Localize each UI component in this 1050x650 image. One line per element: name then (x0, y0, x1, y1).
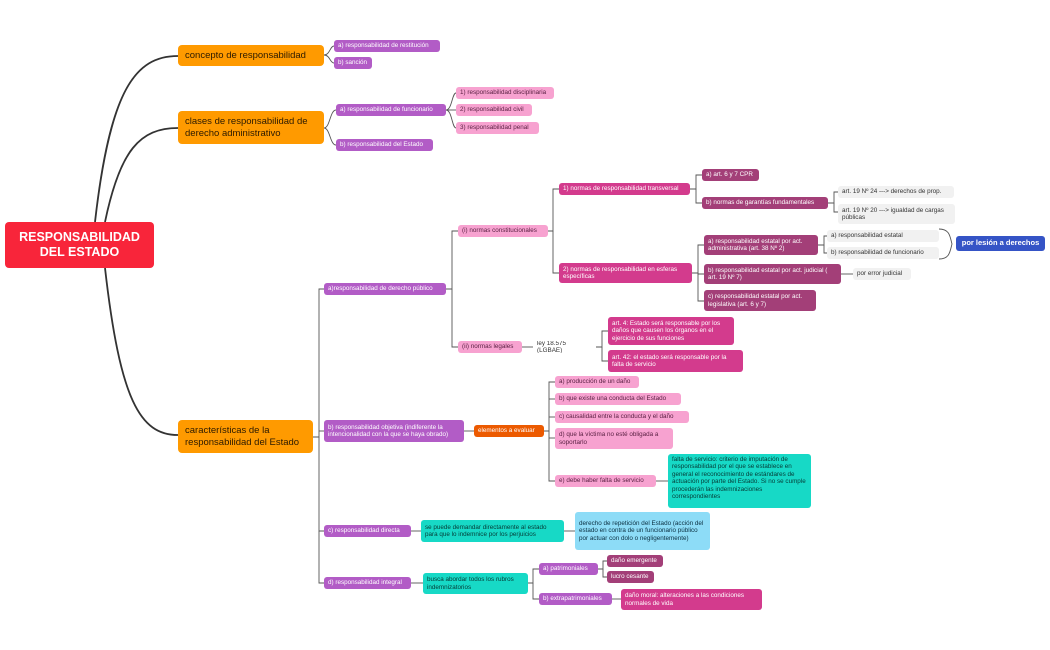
concepto-node[interactable]: concepto de responsabilidad (178, 45, 324, 66)
elemento-d-node[interactable]: d) que la víctima no esté obligada a sop… (555, 428, 673, 449)
civil-node[interactable]: 2) responsabilidad civil (456, 104, 532, 116)
integral-label: d) responsabilidad integral (328, 579, 402, 587)
art-42-node[interactable]: art. 42: el estado será responsable por … (608, 350, 743, 372)
esferas-node[interactable]: 2) normas de responsabilidad en esferas … (559, 263, 692, 283)
concepto-a-label: a) responsabilidad de restitución (338, 42, 429, 50)
lesion-derechos-label: por lesión a derechos (961, 238, 1040, 248)
dano-moral-node[interactable]: daño moral: alteraciones a las condicion… (621, 589, 762, 610)
error-judicial-node[interactable]: por error judicial (853, 268, 911, 280)
estado-label: b) responsabilidad del Estado (340, 141, 423, 149)
lucro-cesante-label: lucro cesante (611, 573, 649, 581)
extrapatrimoniales-node[interactable]: b) extrapatrimoniales (539, 593, 612, 605)
transversal-node[interactable]: 1) normas de responsabilidad transversal (559, 183, 690, 195)
constitucionales-node[interactable]: (i) normas constitucionales (458, 225, 548, 237)
demandar-node[interactable]: se puede demandar directamente al estado… (421, 520, 564, 542)
error-judicial-label: por error judicial (857, 270, 903, 278)
concepto-a-node[interactable]: a) responsabilidad de restitución (334, 40, 440, 52)
demandar-label: se puede demandar directamente al estado… (425, 523, 547, 538)
funcionario-node[interactable]: a) responsabilidad de funcionario (336, 104, 446, 116)
rubros-label: busca abordar todos los rubros indemniza… (427, 576, 514, 591)
administrativa-label: a) responsabilidad estatal por act. admi… (708, 237, 803, 252)
elementos-node[interactable]: elementos a evaluar (474, 425, 544, 437)
constitucionales-label: (i) normas constitucionales (462, 227, 537, 235)
caracteristicas-label: características de la responsabilidad de… (185, 425, 300, 448)
dano-emergente-label: daño emergente (611, 557, 657, 565)
integral-node[interactable]: d) responsabilidad integral (324, 577, 411, 589)
clases-label: clases de responsabilidad de derecho adm… (185, 116, 308, 139)
elemento-e-label: e) debe haber falta de servicio (559, 477, 644, 485)
garantias-label: b) normas de garantías fundamentales (706, 199, 815, 207)
repeticion-label: derecho de repetición del Estado (acción… (579, 519, 704, 542)
resp-funcionario-label: b) responsabilidad de funcionario (831, 249, 924, 257)
lucro-cesante-node[interactable]: lucro cesante (607, 571, 654, 583)
objetiva-node[interactable]: b) responsabilidad objetiva (indiferente… (324, 420, 464, 442)
elemento-e-node[interactable]: e) debe haber falta de servicio (555, 475, 656, 487)
elemento-a-label: a) producción de un daño (559, 378, 631, 386)
ley-node[interactable]: ley 18.575 (LGBAE) (533, 341, 596, 353)
publico-node[interactable]: a)responsabilidad de derecho público (324, 283, 446, 295)
art-6-7-label: a) art. 6 y 7 CPR (706, 171, 753, 179)
elementos-label: elementos a evaluar (478, 427, 535, 435)
disciplinaria-label: 1) responsabilidad disciplinaria (460, 89, 547, 97)
dano-emergente-node[interactable]: daño emergente (607, 555, 663, 567)
falta-servicio-label: falta de servicio: criterio de imputació… (672, 456, 806, 501)
disciplinaria-node[interactable]: 1) responsabilidad disciplinaria (456, 87, 554, 99)
elemento-c-node[interactable]: c) causalidad entre la conducta y el dañ… (555, 411, 689, 423)
judicial-label: b) responsabilidad estatal por act. judi… (708, 266, 828, 281)
concepto-b-node[interactable]: b) sanción (334, 57, 372, 69)
objetiva-label: b) responsabilidad objetiva (indiferente… (328, 423, 449, 438)
extrapatrimoniales-label: b) extrapatrimoniales (543, 595, 602, 603)
legales-label: (ii) normas legales (462, 343, 514, 351)
elemento-a-node[interactable]: a) producción de un daño (555, 376, 639, 388)
concepto-b-label: b) sanción (338, 59, 368, 67)
art-19-24-node[interactable]: art. 19 Nº 24 ---> derechos de prop. (838, 186, 954, 198)
esferas-label: 2) normas de responsabilidad en esferas … (563, 265, 678, 280)
estado-node[interactable]: b) responsabilidad del Estado (336, 139, 433, 151)
root-label: RESPONSABILIDAD DEL ESTADO (19, 230, 140, 259)
publico-label: a)responsabilidad de derecho público (328, 285, 433, 293)
repeticion-node[interactable]: derecho de repetición del Estado (acción… (575, 512, 710, 550)
legales-node[interactable]: (ii) normas legales (458, 341, 522, 353)
ley-label: ley 18.575 (LGBAE) (537, 341, 567, 353)
directa-label: c) responsabilidad directa (328, 527, 400, 535)
patrimoniales-node[interactable]: a) patrimoniales (539, 563, 598, 575)
art-42-label: art. 42: el estado será responsable por … (612, 353, 727, 368)
resp-funcionario-node[interactable]: b) responsabilidad de funcionario (827, 247, 939, 259)
penal-label: 3) responsabilidad penal (460, 124, 529, 132)
falta-servicio-node[interactable]: falta de servicio: criterio de imputació… (668, 454, 811, 508)
funcionario-label: a) responsabilidad de funcionario (340, 106, 433, 114)
transversal-label: 1) normas de responsabilidad transversal (563, 185, 679, 193)
concepto-label: concepto de responsabilidad (185, 49, 306, 61)
art-6-7-node[interactable]: a) art. 6 y 7 CPR (702, 169, 759, 181)
patrimoniales-label: a) patrimoniales (543, 565, 588, 573)
art-19-24-label: art. 19 Nº 24 ---> derechos de prop. (842, 188, 942, 196)
legislativa-label: c) responsabilidad estatal por act. legi… (708, 293, 803, 308)
garantias-node[interactable]: b) normas de garantías fundamentales (702, 197, 828, 209)
root-node[interactable]: RESPONSABILIDAD DEL ESTADO (5, 222, 154, 268)
resp-estatal-label: a) responsabilidad estatal (831, 232, 903, 240)
art-4-label: art. 4: Estado será responsable por los … (612, 319, 721, 342)
caracteristicas-node[interactable]: características de la responsabilidad de… (178, 420, 313, 453)
directa-node[interactable]: c) responsabilidad directa (324, 525, 411, 537)
art-19-20-node[interactable]: art. 19 Nº 20 ---> igualdad de cargas pú… (838, 204, 955, 224)
penal-node[interactable]: 3) responsabilidad penal (456, 122, 539, 134)
lesion-derechos-node[interactable]: por lesión a derechos (956, 236, 1045, 251)
dano-moral-label: daño moral: alteraciones a las condicion… (625, 592, 745, 607)
art-19-20-label: art. 19 Nº 20 ---> igualdad de cargas pú… (842, 206, 944, 221)
elemento-c-label: c) causalidad entre la conducta y el dañ… (559, 413, 674, 421)
legislativa-node[interactable]: c) responsabilidad estatal por act. legi… (704, 290, 816, 311)
elemento-d-label: d) que la víctima no esté obligada a sop… (559, 431, 659, 446)
resp-estatal-node[interactable]: a) responsabilidad estatal (827, 230, 939, 242)
art-4-node[interactable]: art. 4: Estado será responsable por los … (608, 317, 734, 345)
rubros-node[interactable]: busca abordar todos los rubros indemniza… (423, 573, 528, 594)
judicial-node[interactable]: b) responsabilidad estatal por act. judi… (704, 264, 841, 284)
administrativa-node[interactable]: a) responsabilidad estatal por act. admi… (704, 235, 818, 255)
civil-label: 2) responsabilidad civil (460, 106, 524, 114)
elemento-b-label: b) que existe una conducta del Estado (559, 395, 667, 403)
clases-node[interactable]: clases de responsabilidad de derecho adm… (178, 111, 324, 144)
elemento-b-node[interactable]: b) que existe una conducta del Estado (555, 393, 681, 405)
